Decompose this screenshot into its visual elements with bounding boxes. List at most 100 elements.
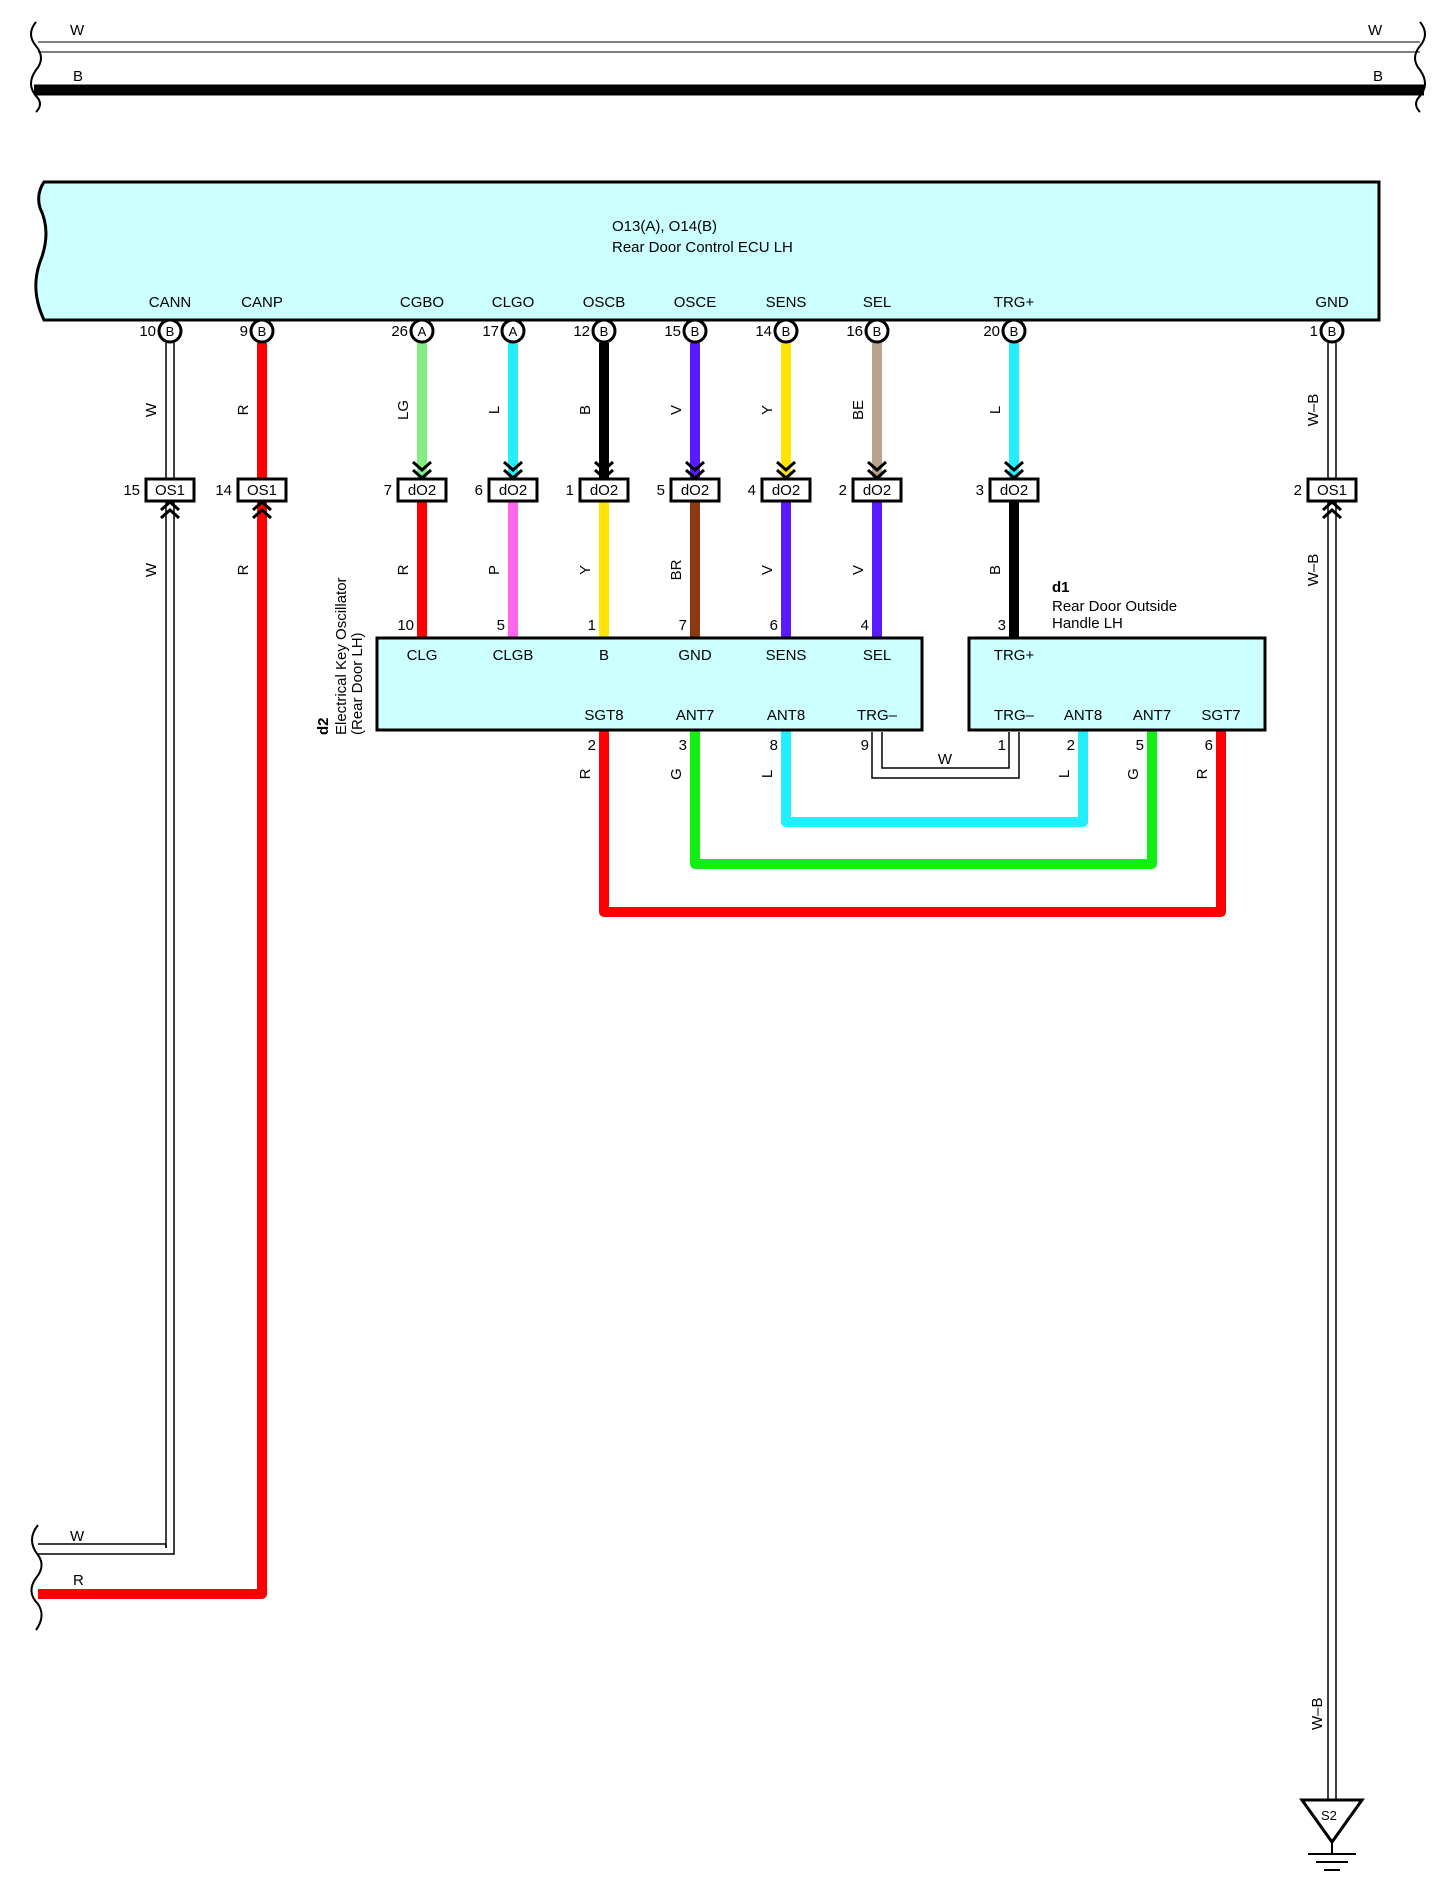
oscillator-bottom-pin-2: ANT8 8 [767, 707, 805, 754]
upper-wire-label-8: L [987, 406, 1004, 414]
handle-pin-name: SGT7 [1201, 707, 1240, 724]
junction-8: dO2 3 [976, 477, 1040, 503]
ecu-pin-connector: B [1328, 324, 1337, 339]
oscillator-pin-number: 10 [397, 617, 414, 634]
handle-bottom-pin-0: TRG–1 [994, 707, 1035, 754]
oscillator-pin-number: 4 [861, 617, 869, 634]
top-bus-break-left [30, 21, 42, 113]
ecu-outline [34, 180, 1381, 322]
oscillator-pin-name: TRG– [857, 707, 898, 724]
ground-symbol-triangle [1299, 1798, 1365, 1845]
oscillator-pin-number: 8 [770, 737, 778, 754]
ecu-pin-circle [409, 318, 435, 344]
bottom-bus: W R [30, 1524, 85, 1631]
ecu-pin-connector: B [691, 324, 700, 339]
junction-chevron-6 [776, 460, 796, 481]
handle-pin-name: ANT8 [1064, 707, 1102, 724]
junction-chevron-8-stroke-0 [1004, 460, 1024, 473]
lower-wire-0 [165, 502, 175, 1548]
lower-wire-label-9: W–B [1305, 554, 1322, 587]
upper-wire-0 [165, 343, 175, 478]
oscillator-pin-name: ANT8 [767, 707, 805, 724]
ecu-pin-name: GND [1315, 294, 1349, 311]
ecu-pin-circle [591, 318, 617, 344]
junction-chevron-0 [160, 499, 180, 520]
lower-wire-label-6: V [759, 565, 776, 575]
link-ant8-wire [781, 731, 1088, 827]
top-bus-w-label-left: W [70, 22, 85, 39]
lower-wire-9 [1327, 502, 1337, 1800]
top-bus-break-right [1414, 21, 1426, 113]
ground-name: S2 [1321, 1808, 1337, 1823]
ecu-pin-connector: A [509, 324, 518, 339]
link-ant8-label-a: L [759, 770, 776, 778]
handle-bottom-pin-3: SGT7 6 [1201, 707, 1240, 754]
junction-pin-number: 3 [976, 482, 984, 499]
bottom-bus-w-edge-a [38, 1543, 167, 1548]
upper-wire-label-2: LG [395, 400, 412, 420]
oscillator-pin-number: 9 [861, 737, 869, 754]
junction-chevron-4-stroke-1 [594, 468, 614, 481]
junction-chevron-7 [867, 460, 887, 481]
bottom-bus-r-label: R [73, 1572, 84, 1589]
junction-chevron-2 [412, 460, 432, 481]
oscillator-pin-name: SENS [766, 647, 807, 664]
link-w-label: W [938, 751, 953, 768]
handle-box [967, 636, 1267, 732]
ecu-pin-connector: B [600, 324, 609, 339]
component-pins-layer: 10CLG5CLGB1B7GND6SENS4SELSGT82ANT73ANT88… [397, 617, 1240, 754]
handle-pin-number: 6 [1205, 737, 1213, 754]
junction-name: dO2 [681, 482, 709, 499]
lower-wire-label-5: BR [668, 559, 685, 580]
handle-d1: d1 Rear Door Outside Handle LH [967, 579, 1267, 732]
link-ant7-label-b: G [1125, 768, 1142, 780]
ecu-name: Rear Door Control ECU LH [612, 239, 793, 256]
upper-wire-label-5: V [668, 405, 685, 415]
ecu-pin-connector: B [873, 324, 882, 339]
ecu-pin-name: CANN [149, 294, 192, 311]
ecu-box: O13(A), O14(B) Rear Door Control ECU LH [34, 180, 1381, 322]
lower-wire-label-0: W [143, 562, 160, 577]
link-w-trg: W [871, 732, 1020, 779]
ecu-pin-number: 16 [846, 323, 863, 340]
ecu-code: O13(A), O14(B) [612, 218, 717, 235]
ecu-pin-circle [682, 318, 708, 344]
bottom-bus-break [30, 1524, 43, 1631]
oscillator-pin-name: ANT7 [676, 707, 714, 724]
ecu-pin-connector: B [258, 324, 267, 339]
junction-chevron-3-stroke-0 [503, 460, 523, 473]
oscillator-pin-number: 2 [588, 737, 596, 754]
top-bus-b-label-right: B [1373, 68, 1383, 85]
ecu-pin-name: CGBO [400, 294, 444, 311]
upper-wire-label-9: W–B [1305, 394, 1322, 427]
handle-name-line1: Rear Door Outside [1052, 598, 1177, 615]
oscillator-box [375, 636, 924, 732]
junction-chevron-8-stroke-1 [1004, 468, 1024, 481]
top-bus-b-label-left: B [73, 68, 83, 85]
link-ant8-label-b: L [1056, 770, 1073, 778]
lower-wire-label-2: R [395, 564, 412, 575]
top-bus: W W B B [30, 21, 1426, 113]
junction-pin-number: 7 [384, 482, 392, 499]
junction-pin-number: 6 [475, 482, 483, 499]
junction-name: dO2 [1000, 482, 1028, 499]
junction-chevron-5 [685, 460, 705, 481]
ecu-pin-name: OSCB [583, 294, 626, 311]
handle-pin-number: 1 [998, 737, 1006, 754]
oscillator-pin-name: CLG [407, 647, 438, 664]
handle-pin-name: TRG+ [994, 647, 1035, 664]
junction-chevron-9-stroke-1 [1322, 499, 1342, 512]
